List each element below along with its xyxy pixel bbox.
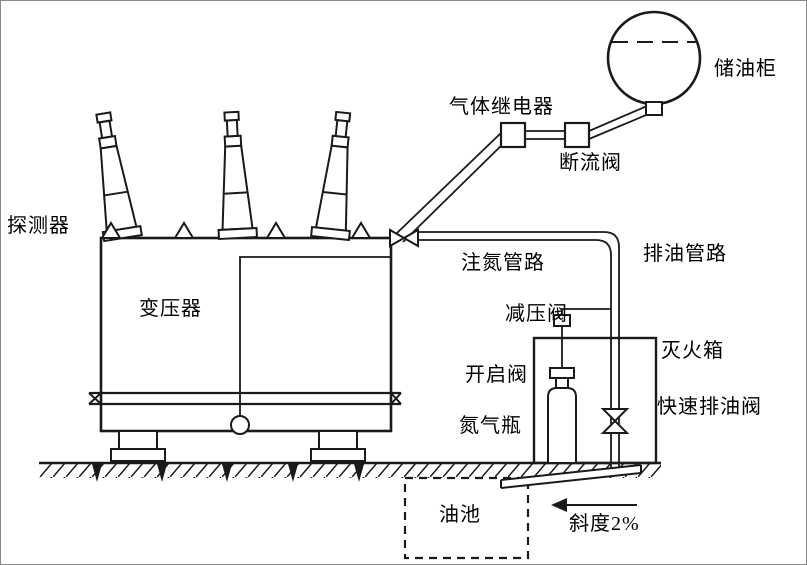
detector-sensors (100, 221, 372, 239)
pressure-reducing-valve-fitting (553, 314, 571, 327)
label-slope: 斜度2% (569, 513, 640, 535)
conservator-tank (606, 10, 702, 106)
conservator-stub (645, 101, 663, 116)
ground-spike (222, 464, 232, 482)
ground-spike (92, 464, 102, 482)
nitrogen-cylinder-shape (547, 367, 577, 464)
label-gas-relay: 气体继电器 (449, 96, 554, 118)
tank-drain-valve (230, 415, 250, 435)
slope-arrow (551, 498, 637, 512)
oil-pit-outline (403, 476, 530, 560)
gas-relay-box (499, 121, 527, 149)
label-oil-pit: 油池 (439, 504, 481, 526)
label-opening-valve: 开启阀 (465, 364, 528, 386)
opening-valve-fitting (549, 367, 575, 379)
ground-spike (354, 464, 364, 482)
label-nitrogen-pipe: 注氮管路 (461, 252, 545, 274)
fire-box-outline (532, 336, 658, 465)
tank-outlet-valve (389, 228, 419, 248)
label-fire-box: 灭火箱 (661, 340, 724, 362)
tank-feet (110, 430, 366, 462)
label-nitrogen-cylinder: 氮气瓶 (459, 415, 522, 437)
gas-relay-pipe (396, 105, 652, 243)
bushing-middle (217, 110, 259, 241)
label-flow-cutoff-valve: 断流阀 (559, 152, 622, 174)
label-transformer: 变压器 (139, 298, 202, 320)
label-conservator: 储油柜 (714, 58, 777, 80)
flow-cutoff-valve-box (563, 121, 591, 149)
internal-nitrogen-pipe (239, 256, 391, 417)
label-oil-drain-pipe: 排油管路 (643, 243, 727, 265)
ground-spike (157, 464, 167, 482)
label-detector: 探测器 (7, 215, 70, 237)
nitrogen-branch-pipe (561, 308, 611, 315)
sloped-drain-pipe (500, 464, 642, 489)
ground-spike (288, 464, 298, 482)
bushing-left (95, 111, 143, 243)
bushing-right (310, 110, 352, 242)
label-quick-drain-valve: 快速排油阀 (657, 396, 762, 418)
base-rail (88, 391, 402, 406)
transformer-tank (88, 236, 402, 462)
quick-drain-valve (600, 408, 630, 434)
main-pipes (418, 231, 620, 468)
label-pressure-reducing-valve: 减压阀 (505, 303, 568, 325)
